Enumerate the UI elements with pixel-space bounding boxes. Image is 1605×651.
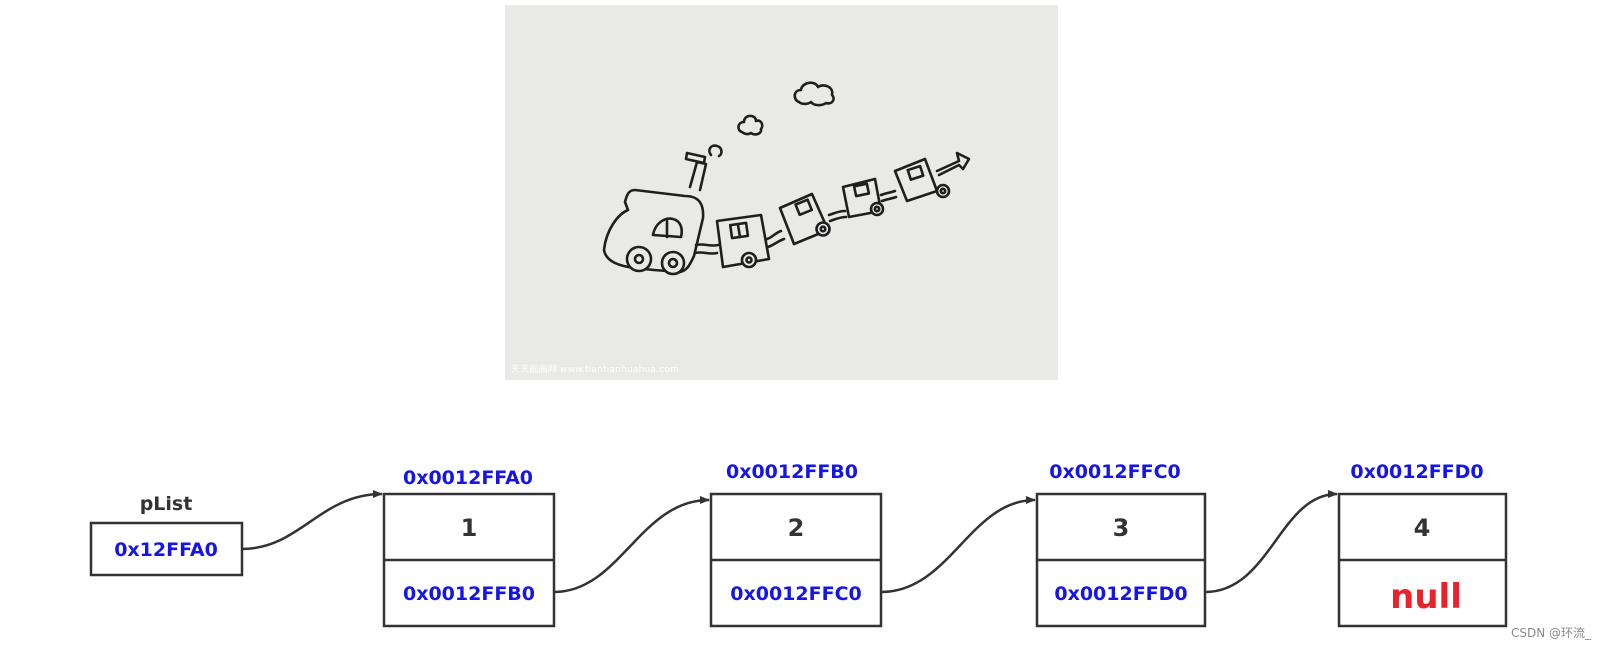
node-4-value: 4: [1414, 514, 1431, 542]
node-2: [709, 492, 883, 628]
node-4: [1337, 492, 1508, 628]
node-1-next: 0x0012FFB0: [403, 583, 535, 605]
csdn-credit: CSDN @环流_: [1510, 626, 1591, 640]
train-drawing-icon: [602, 81, 971, 276]
node-1-address: 0x0012FFA0: [403, 467, 533, 489]
plist-value: 0x12FFA0: [114, 539, 218, 561]
node-2-address: 0x0012FFB0: [726, 461, 858, 483]
node-2-value: 2: [788, 514, 805, 542]
train-illustration: 天天画画网 www.tiantianhuahua.com: [505, 5, 1058, 380]
node-3: [1035, 492, 1207, 628]
arrow-node-3-to-node-4: [1204, 490, 1338, 594]
node-3-value: 3: [1113, 514, 1130, 542]
node-3-next: 0x0012FFD0: [1054, 583, 1187, 605]
node-3-address: 0x0012FFC0: [1049, 461, 1180, 483]
node-4-null: null: [1390, 577, 1462, 617]
node-1-value: 1: [461, 514, 478, 542]
plist-label: pList: [140, 493, 193, 515]
node-2-next: 0x0012FFC0: [730, 583, 861, 605]
arrow-plist-to-node-1: [241, 490, 383, 551]
node-1: [382, 492, 556, 628]
node-4-address: 0x0012FFD0: [1350, 461, 1483, 483]
arrow-node-2-to-node-3: [880, 496, 1036, 594]
illustration-watermark: 天天画画网 www.tiantianhuahua.com: [511, 365, 680, 375]
arrow-node-1-to-node-2: [553, 496, 710, 594]
